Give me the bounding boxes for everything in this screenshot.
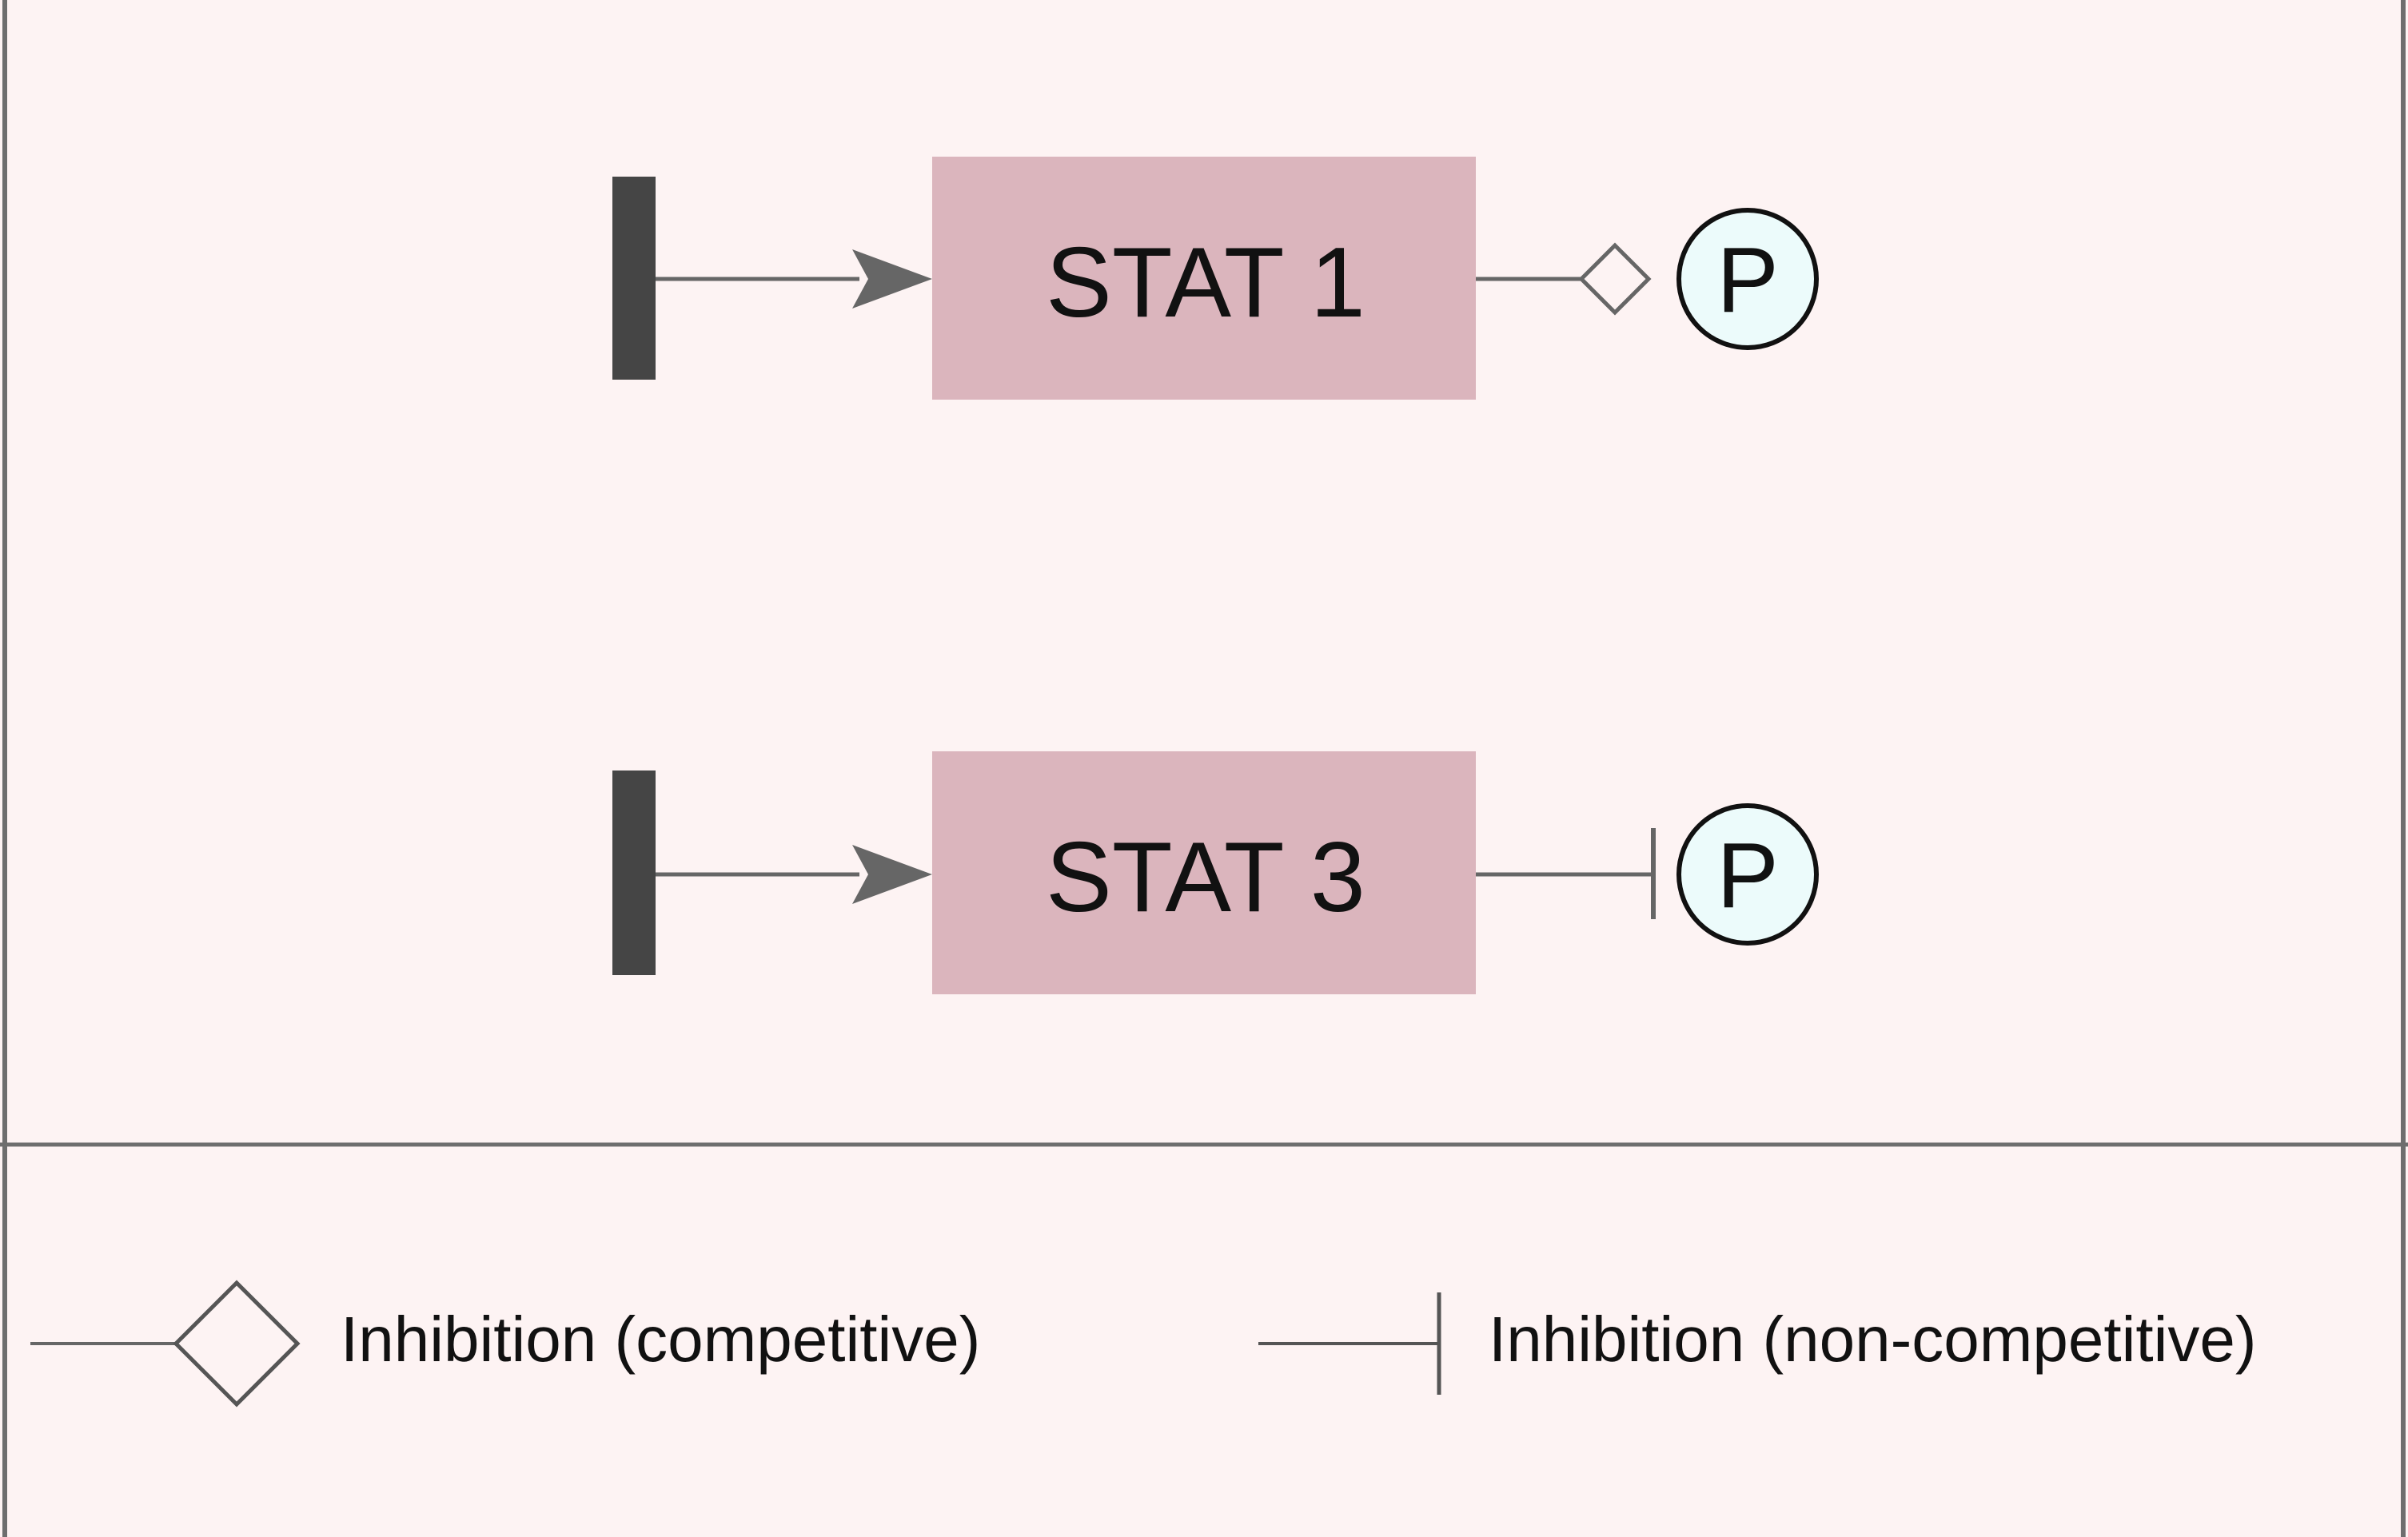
stat1-node — [932, 157, 1476, 400]
open-diamond-icon — [1578, 242, 1652, 316]
stat3-node-label: STAT 3 — [1046, 822, 1365, 933]
arrowhead-icon — [852, 845, 932, 904]
phosphate-target-icon — [1676, 208, 1819, 350]
legend-label: Inhibition (non-competitive) — [1489, 1304, 2256, 1375]
open-diamond-icon — [173, 1280, 301, 1408]
source-bar-icon — [612, 177, 656, 380]
pathway-stat3: STAT 3 P — [612, 751, 1819, 994]
phosphate-target-icon — [1676, 803, 1819, 946]
stat1-node-label: STAT 1 — [1046, 228, 1365, 338]
pathway-stat1: STAT 1 P — [612, 157, 1819, 400]
legend-item-competitive: Inhibition (competitive) — [30, 1280, 980, 1408]
legend: Inhibition (competitive) Inhibition (non… — [30, 1280, 2256, 1408]
legend-label: Inhibition (competitive) — [341, 1304, 980, 1375]
stat3-node — [932, 751, 1476, 994]
source-bar-icon — [612, 770, 656, 975]
phosphate-label: P — [1716, 228, 1778, 332]
arrowhead-icon — [852, 249, 932, 309]
phosphate-label: P — [1716, 823, 1778, 927]
legend-item-non-competitive: Inhibition (non-competitive) — [1258, 1292, 2256, 1395]
